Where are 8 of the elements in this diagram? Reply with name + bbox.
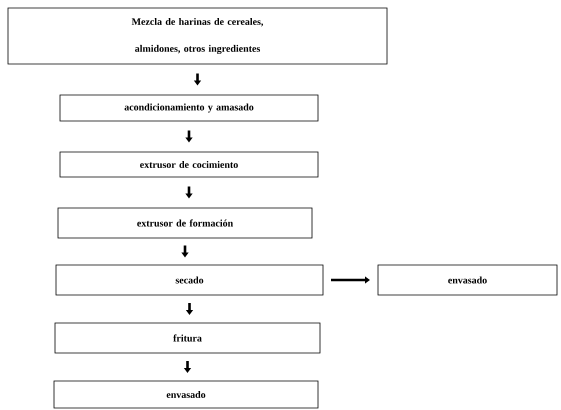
process-box: envasado — [378, 264, 558, 296]
process-box: Mezcla de harinas de cereales, almidones, otros ingredientes — [8, 8, 388, 64]
process-box: secado — [56, 264, 324, 296]
process-box: envasado — [54, 380, 318, 408]
process-box: extrusor de cocimiento — [60, 152, 318, 178]
process-box: extrusor de formación — [58, 208, 312, 238]
process-box: acondicionamiento y amasado — [60, 94, 318, 122]
process-box: fritura — [54, 322, 320, 354]
